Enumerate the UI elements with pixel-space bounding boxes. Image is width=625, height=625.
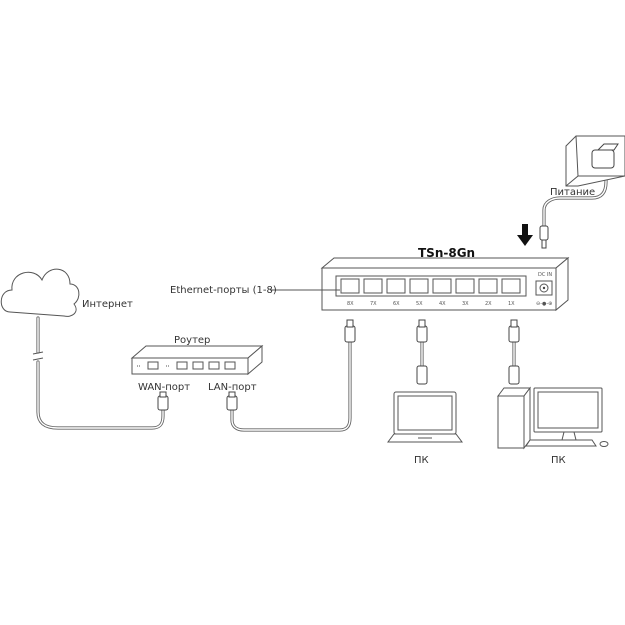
wall-socket-icon: [565, 135, 625, 187]
laptop-cable: [416, 319, 428, 385]
laptop-pc-label: ПК: [414, 455, 429, 466]
cloud-icon: [0, 268, 80, 317]
internet-label: Интернет: [82, 299, 133, 310]
desktop-pc-icon: [497, 386, 609, 450]
switch-port-3x: [455, 278, 475, 294]
switch-port-labels: 8X 7X 6X 5X 4X 3X 2X 1X: [347, 301, 515, 307]
dc-in-label: DC IN: [538, 272, 552, 278]
port-label-3x: 3X: [462, 301, 469, 307]
dc-polarity-icon: ⊖-●-⊕: [536, 301, 552, 307]
router-lan-port-3: [208, 361, 220, 370]
lan-port-label: LAN-порт: [208, 382, 257, 393]
power-adapter-icon: [539, 162, 608, 249]
port-label-6x: 6X: [393, 301, 400, 307]
port-label-2x: 2X: [485, 301, 492, 307]
lan-plug: [226, 391, 238, 411]
switch-port-8x: [340, 278, 360, 294]
router-icon: [130, 344, 264, 376]
ethernet-ports-label: Ethernet-порты (1-8): [170, 285, 277, 296]
down-arrow-icon: [517, 224, 533, 246]
router-switch-cable: [230, 340, 352, 432]
switch-port-6x: [386, 278, 406, 294]
power-label: Питание: [550, 187, 595, 198]
port-label-5x: 5X: [416, 301, 423, 307]
port-label-7x: 7X: [370, 301, 377, 307]
router-wan-port: [147, 361, 159, 370]
switch-port-7x: [363, 278, 383, 294]
device-model-title: TSn-8Gn: [418, 246, 475, 260]
laptop-icon: [387, 391, 463, 443]
switch-port-1x: [501, 278, 521, 294]
router-lan-port-4: [224, 361, 236, 370]
port-label-1x: 1X: [508, 301, 515, 307]
port-label-8x: 8X: [347, 301, 354, 307]
router-lan-port-1: [176, 361, 188, 370]
desktop-cable: [508, 319, 520, 385]
internet-cable: [32, 316, 165, 430]
desktop-pc-label: ПК: [551, 455, 566, 466]
switch-port-4x: [432, 278, 452, 294]
router-label: Роутер: [174, 335, 210, 346]
switch-ports: [340, 278, 521, 294]
switch-port-2x: [478, 278, 498, 294]
port-label-4x: 4X: [439, 301, 446, 307]
switch-port-5x: [409, 278, 429, 294]
router-lan-port-2: [192, 361, 204, 370]
wan-plug: [157, 391, 169, 411]
dc-in-jack: [535, 280, 553, 296]
wan-port-label: WAN-порт: [138, 382, 190, 393]
switch-plug-8x: [344, 319, 356, 343]
